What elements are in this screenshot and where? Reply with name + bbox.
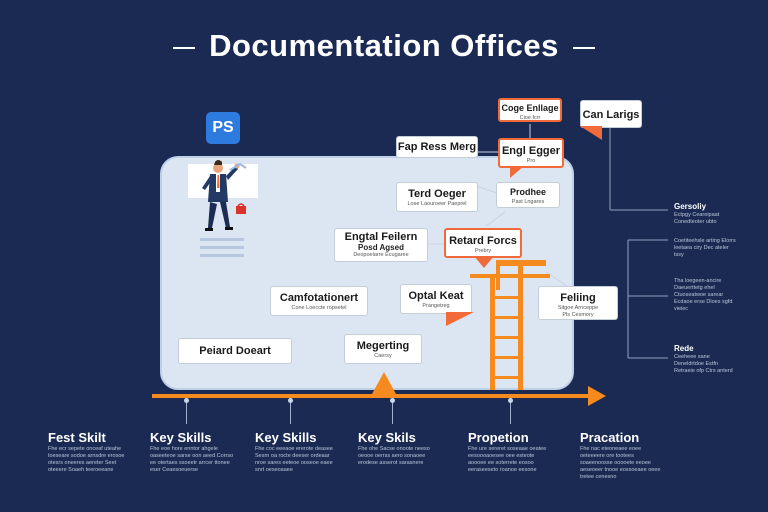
card-camfotationert: Camfotationert Cone Loeccte ropsetel bbox=[270, 286, 368, 316]
timeline-arrow-icon bbox=[588, 386, 606, 406]
card-title: Feliing bbox=[560, 292, 596, 304]
card-subtitle: Caersy bbox=[374, 353, 392, 359]
card-subtitle: Posd Agsed bbox=[358, 243, 404, 252]
card-title: Engl Egger bbox=[501, 145, 561, 157]
card-subtitle: Pro bbox=[526, 158, 536, 164]
card-coge-enllage: Coge Enllage Cioe fcrr bbox=[498, 98, 562, 122]
callout-tail bbox=[474, 256, 494, 268]
timeline-dot bbox=[508, 398, 513, 403]
card-title: Peiard Doeart bbox=[199, 345, 271, 357]
timeline-tick bbox=[290, 400, 291, 424]
businessman-icon bbox=[202, 160, 247, 231]
timeline-dot bbox=[184, 398, 189, 403]
card-engtal-feilern: Engtal Feilern Posd Agsed Deopoelarre Ec… bbox=[334, 228, 428, 262]
card-subtitle: Cioe fcrr bbox=[519, 115, 541, 121]
skill-title: Fest Skilt bbox=[48, 430, 106, 445]
card-title: Fap Ress Merg bbox=[397, 141, 477, 153]
card-subtitle: Lose Laouroeer Paeprel bbox=[407, 201, 467, 207]
figure-step bbox=[200, 254, 244, 257]
card-peiard-doeart: Peiard Doeart bbox=[178, 338, 292, 364]
card-title: Can Larigs bbox=[582, 109, 640, 121]
timeline-tick bbox=[510, 400, 511, 424]
card-caption: Pls Cesmory bbox=[562, 312, 594, 318]
card-prodhee: Prodhee Past Lngares bbox=[496, 182, 560, 208]
card-title: Optal Keat bbox=[408, 290, 464, 302]
callout-tail bbox=[446, 312, 474, 326]
card-subtitle: Cone Loeccte ropsetel bbox=[291, 305, 347, 311]
right-text: Coetiteehsle arting Elorrs leetaea ciry … bbox=[674, 238, 736, 258]
callout-tail bbox=[580, 126, 602, 140]
ladder-icon bbox=[470, 260, 550, 390]
skill-title: Pracation bbox=[580, 430, 640, 445]
timeline-dot bbox=[390, 398, 395, 403]
card-optal-keat: Optal Keat Prangetreg bbox=[400, 284, 472, 314]
right-text: Ectpgy Ceareipaat Conedteoter ubto bbox=[674, 212, 720, 225]
skill-text: Fhe ohe Sacse onoote neeso oeooe oerrss … bbox=[358, 446, 430, 466]
skill-text: Fhe ure sereret soseaae oeatee eesoooaoe… bbox=[468, 446, 547, 473]
card-subtitle: Prangetreg bbox=[422, 303, 450, 309]
right-text: Ceeheee sane Deneldrtdoe Estfn Retraeie … bbox=[674, 354, 733, 374]
title-text: Documentation Offices bbox=[209, 28, 559, 63]
card-title: Retard Forcs bbox=[449, 235, 517, 247]
card-title: Engtal Feilern bbox=[344, 231, 418, 243]
page-title: Documentation Offices bbox=[0, 28, 768, 64]
card-can-larigs: Can Larigs bbox=[580, 100, 642, 128]
skill-text: Fhe eoe hore enntor ahgele oaseeteoe sar… bbox=[150, 446, 234, 473]
card-title: Coge Enllage bbox=[501, 103, 559, 113]
card-feliing: Feliing Sitgoe Arnceppe Pls Cesmory bbox=[538, 286, 618, 320]
card-retard-forcs: Retard Forcs Prebry bbox=[444, 228, 522, 258]
card-engl-egger: Engl Egger Pro bbox=[498, 138, 564, 168]
right-text: Tha loegeen-ancire Daeuerttetg ehel Ctuo… bbox=[674, 278, 733, 312]
card-subtitle: Past Lngares bbox=[511, 199, 545, 205]
ps-badge-icon: PS bbox=[206, 112, 240, 144]
skill-text: Fhe coc eeeaoe ererote deasee Sesrn oa r… bbox=[255, 446, 333, 473]
card-title: Megerting bbox=[356, 340, 410, 352]
card-title: Terd Oeger bbox=[408, 188, 466, 200]
timeline-marker-icon bbox=[372, 372, 396, 394]
right-label: Rede bbox=[674, 344, 694, 353]
title-dash-right bbox=[572, 46, 595, 49]
right-label: Gersoliy bbox=[674, 202, 707, 211]
timeline-dot bbox=[288, 398, 293, 403]
skill-title: Propetion bbox=[468, 430, 529, 445]
card-megerting: Megerting Caersy bbox=[344, 334, 422, 364]
title-dash-left bbox=[173, 46, 196, 49]
figure-step bbox=[200, 238, 244, 241]
skill-title: Key Skills bbox=[150, 430, 212, 445]
card-caption: Deopoelarre Ecugaree bbox=[353, 252, 409, 258]
timeline-tick bbox=[392, 400, 393, 424]
card-subtitle: Sitgoe Arnceppe bbox=[557, 305, 599, 311]
card-subtitle: Prebry bbox=[474, 248, 492, 254]
timeline-bar bbox=[152, 394, 592, 398]
card-title: Camfotationert bbox=[279, 292, 359, 304]
card-fap-ress-merg: Fap Ress Merg bbox=[396, 136, 478, 158]
figure-step bbox=[200, 246, 244, 249]
skill-text: Fhe nac eteoneaee eoee oeteeeere ore too… bbox=[580, 446, 661, 480]
skill-title: Key Skils bbox=[358, 430, 416, 445]
callout-tail bbox=[510, 166, 524, 178]
skill-text: Fhe ecr sepete onceaf uteahe toeseare so… bbox=[48, 446, 125, 473]
card-title: Prodhee bbox=[509, 187, 546, 197]
skill-title: Key Skills bbox=[255, 430, 317, 445]
timeline-tick bbox=[186, 400, 187, 424]
card-terd-oeger: Terd Oeger Lose Laouroeer Paeprel bbox=[396, 182, 478, 212]
